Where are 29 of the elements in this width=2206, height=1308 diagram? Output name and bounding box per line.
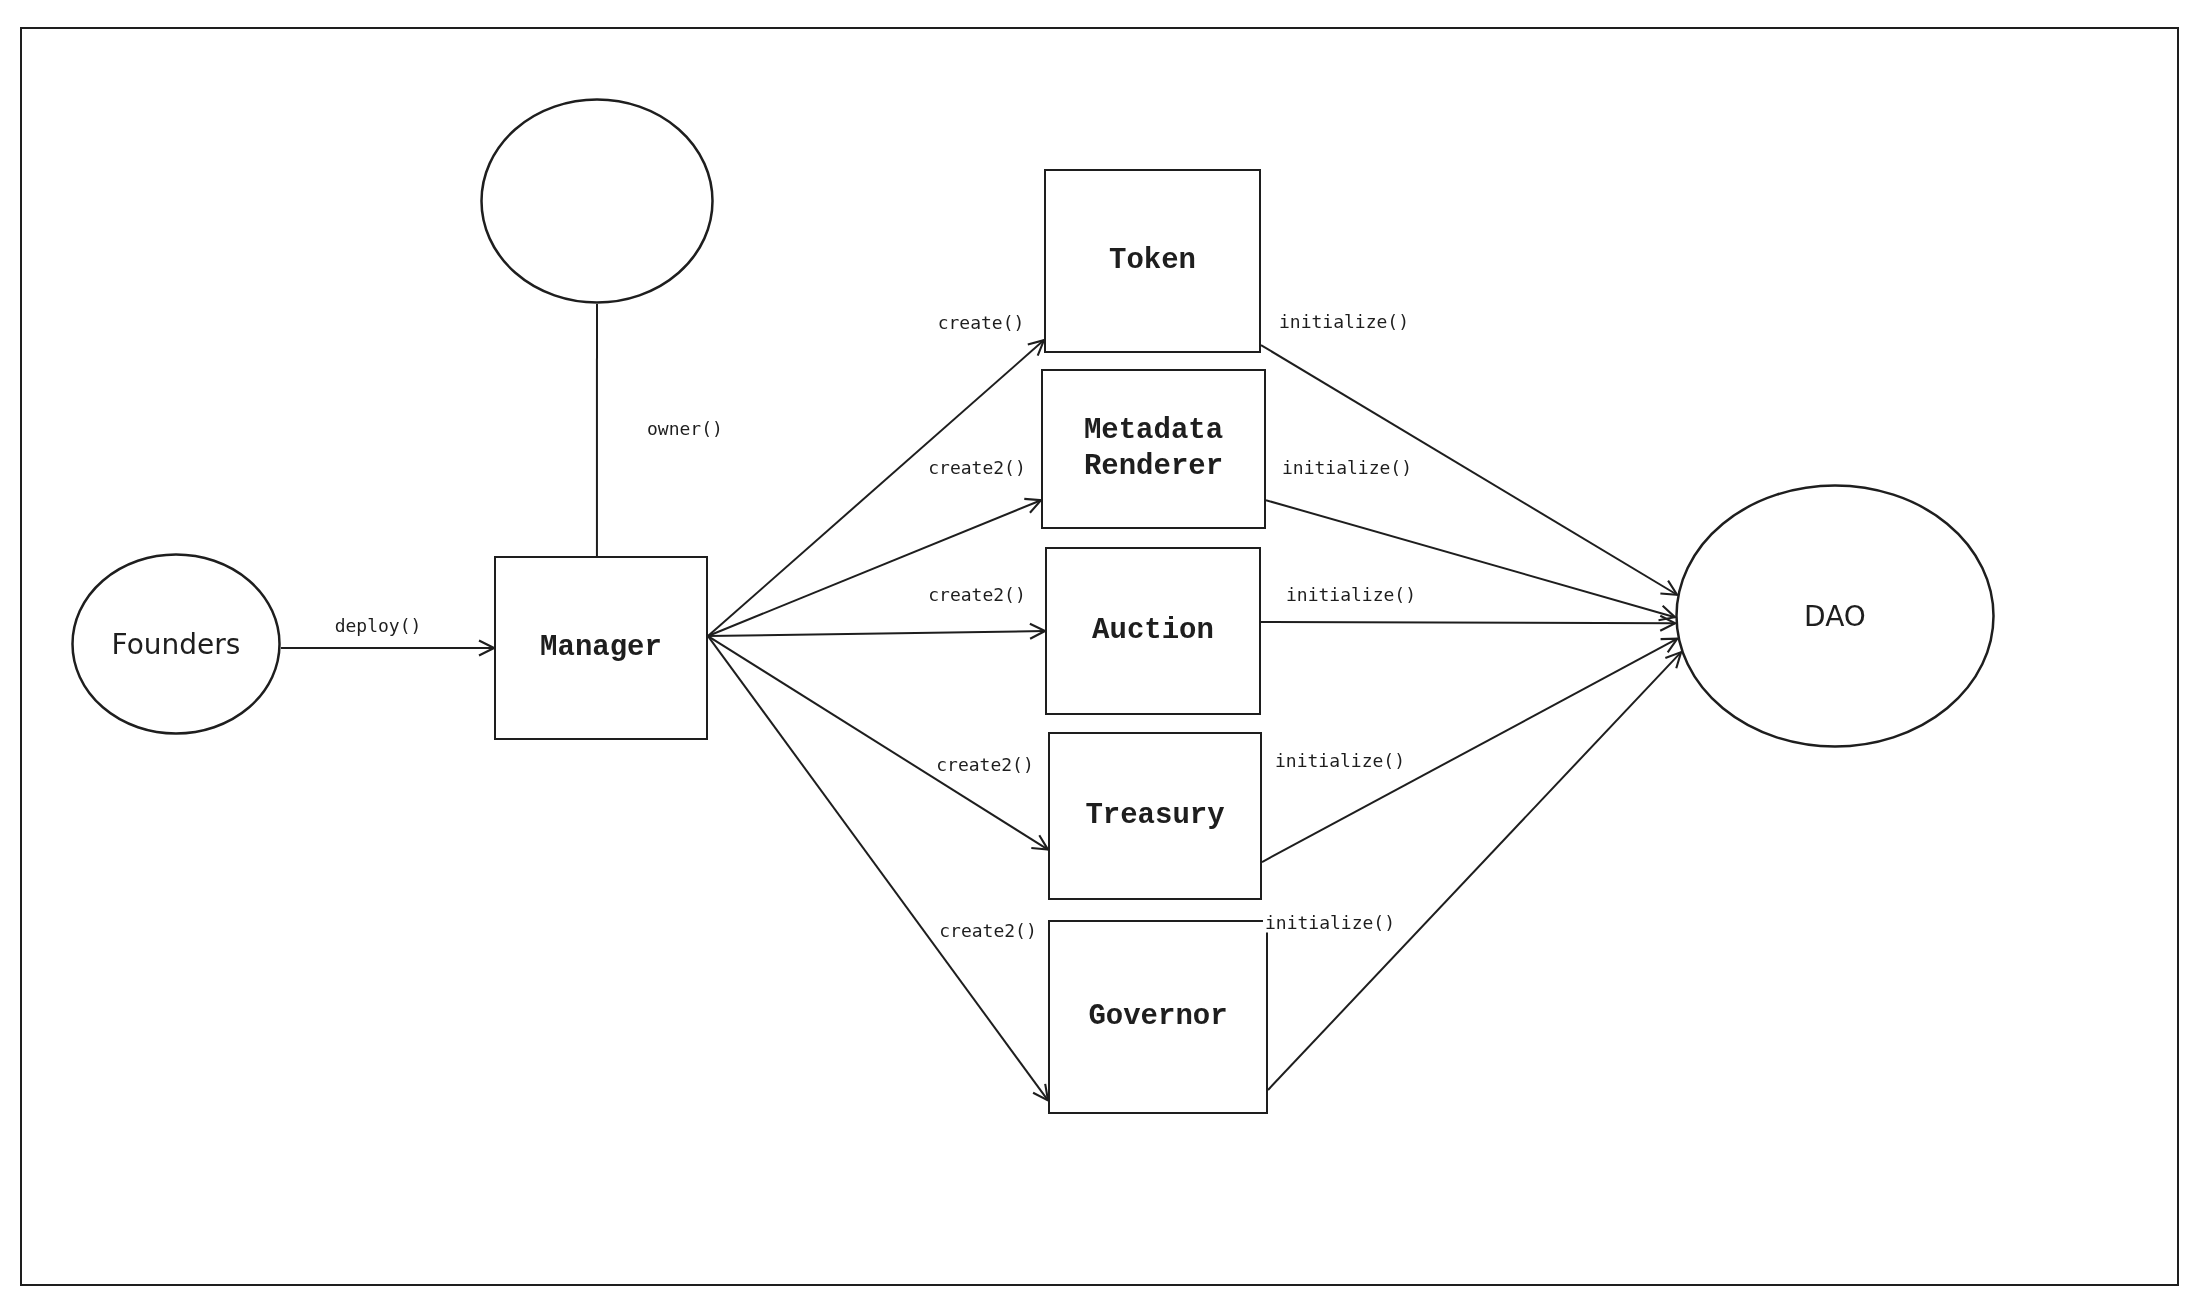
node-label: Treasury [1085, 797, 1225, 834]
circle-node [480, 98, 714, 304]
arrow [707, 497, 1043, 638]
node-label: Manager [540, 629, 662, 666]
process-box [1041, 369, 1266, 529]
node-label: Metadata Renderer [1082, 412, 1225, 485]
node-label: Governor [1088, 998, 1228, 1035]
connector-line [595, 303, 598, 557]
node-label: Auction [1092, 612, 1214, 649]
arrow [707, 635, 1050, 851]
arrow [1265, 499, 1677, 622]
arrow [1267, 651, 1683, 1091]
arrow [1261, 637, 1679, 864]
node-label: Token [1109, 242, 1196, 279]
process-box [1045, 547, 1261, 715]
arrow [279, 639, 496, 657]
arrow [707, 635, 1050, 1102]
node-label: Founders [111, 627, 241, 661]
arrow [707, 622, 1047, 640]
arrow [1260, 614, 1677, 632]
arrow [1260, 344, 1679, 596]
arrow [707, 339, 1046, 638]
node-label: DAO [1804, 599, 1866, 633]
circle-node [71, 553, 281, 735]
circle-node [1675, 484, 1995, 748]
process-box [1044, 169, 1261, 353]
process-box [1048, 732, 1262, 900]
process-box [1048, 920, 1268, 1114]
process-box [494, 556, 708, 740]
